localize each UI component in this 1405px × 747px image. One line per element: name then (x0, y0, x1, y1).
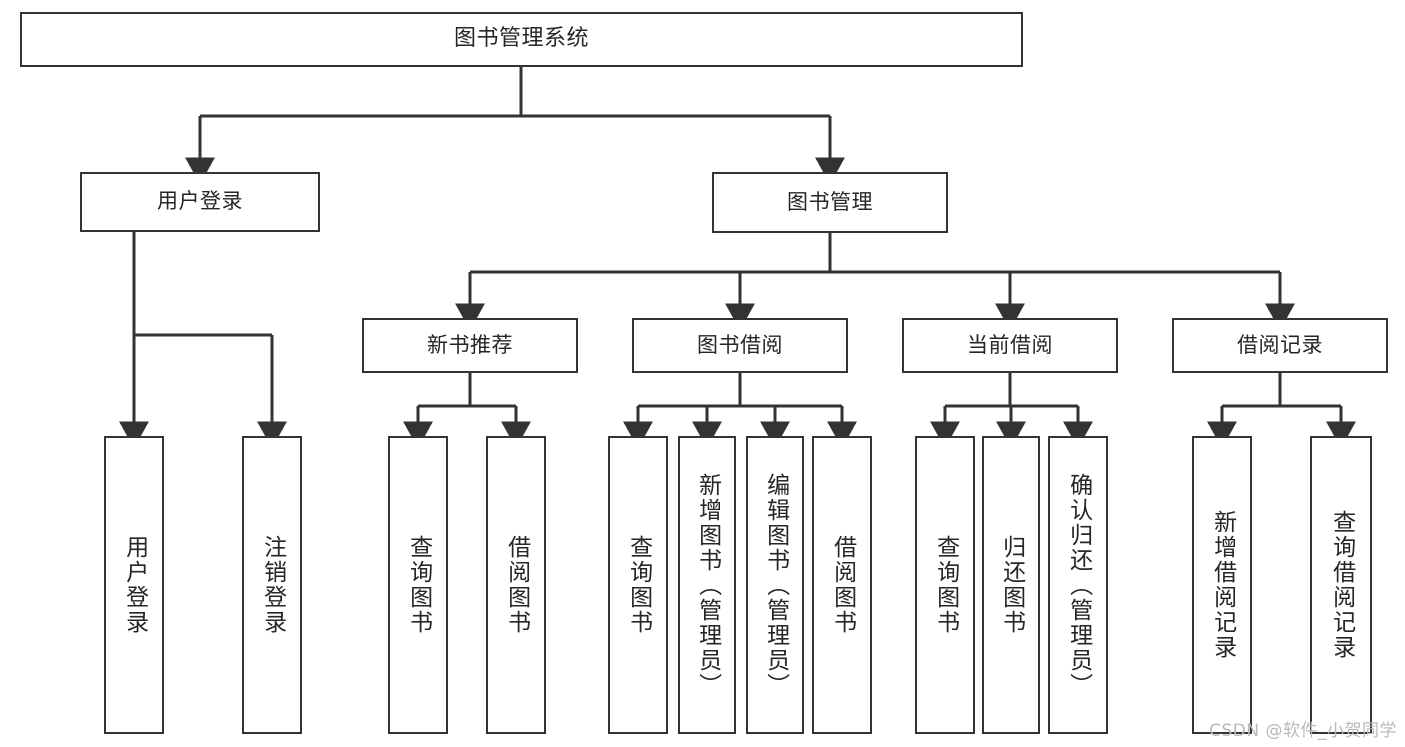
node-leaf-borrow-book-2-label: 借阅图书 (829, 535, 856, 635)
node-borrow-record[interactable]: 借阅记录 (1172, 318, 1388, 373)
node-book-manage[interactable]: 图书管理 (712, 172, 948, 233)
node-leaf-borrow-book-2[interactable]: 借阅图书 (812, 436, 872, 734)
node-leaf-borrow-book-1[interactable]: 借阅图书 (486, 436, 546, 734)
node-root[interactable]: 图书管理系统 (20, 12, 1023, 67)
node-user-login-label: 用户登录 (157, 189, 243, 214)
node-new-book-recommend[interactable]: 新书推荐 (362, 318, 578, 373)
node-current-borrow[interactable]: 当前借阅 (902, 318, 1118, 373)
node-user-login[interactable]: 用户登录 (80, 172, 320, 232)
node-leaf-edit-book-label: 编辑图书（管理员） (762, 472, 789, 698)
node-root-label: 图书管理系统 (453, 26, 589, 52)
node-leaf-add-book[interactable]: 新增图书（管理员） (678, 436, 736, 734)
node-leaf-query-book-2[interactable]: 查询图书 (608, 436, 668, 734)
node-leaf-query-record[interactable]: 查询借阅记录 (1310, 436, 1372, 734)
node-leaf-edit-book[interactable]: 编辑图书（管理员） (746, 436, 804, 734)
node-leaf-query-record-label: 查询借阅记录 (1328, 510, 1355, 660)
node-leaf-confirm-return[interactable]: 确认归还（管理员） (1048, 436, 1108, 734)
node-leaf-query-book-3-label: 查询图书 (932, 535, 959, 635)
watermark: CSDN @软件_小贺同学 (1209, 721, 1397, 741)
node-leaf-add-record-label: 新增借阅记录 (1209, 510, 1236, 660)
node-book-borrow-label: 图书借阅 (697, 332, 783, 357)
node-leaf-query-book-2-label: 查询图书 (625, 535, 652, 635)
node-leaf-add-record[interactable]: 新增借阅记录 (1192, 436, 1252, 734)
node-leaf-user-login-label: 用户登录 (121, 535, 148, 635)
node-leaf-user-logout[interactable]: 注销登录 (242, 436, 302, 734)
node-leaf-user-logout-label: 注销登录 (259, 535, 286, 635)
node-book-borrow[interactable]: 图书借阅 (632, 318, 848, 373)
node-leaf-return-book-label: 归还图书 (998, 535, 1025, 635)
node-new-book-recommend-label: 新书推荐 (427, 332, 513, 357)
node-borrow-record-label: 借阅记录 (1237, 332, 1323, 357)
node-leaf-confirm-return-label: 确认归还（管理员） (1065, 472, 1092, 698)
node-leaf-query-book-1[interactable]: 查询图书 (388, 436, 448, 734)
node-leaf-return-book[interactable]: 归还图书 (982, 436, 1040, 734)
node-current-borrow-label: 当前借阅 (967, 332, 1053, 357)
node-book-manage-label: 图书管理 (787, 189, 873, 214)
node-leaf-add-book-label: 新增图书（管理员） (694, 472, 721, 698)
node-leaf-query-book-1-label: 查询图书 (405, 535, 432, 635)
node-leaf-user-login[interactable]: 用户登录 (104, 436, 164, 734)
node-leaf-query-book-3[interactable]: 查询图书 (915, 436, 975, 734)
node-leaf-borrow-book-1-label: 借阅图书 (503, 535, 530, 635)
